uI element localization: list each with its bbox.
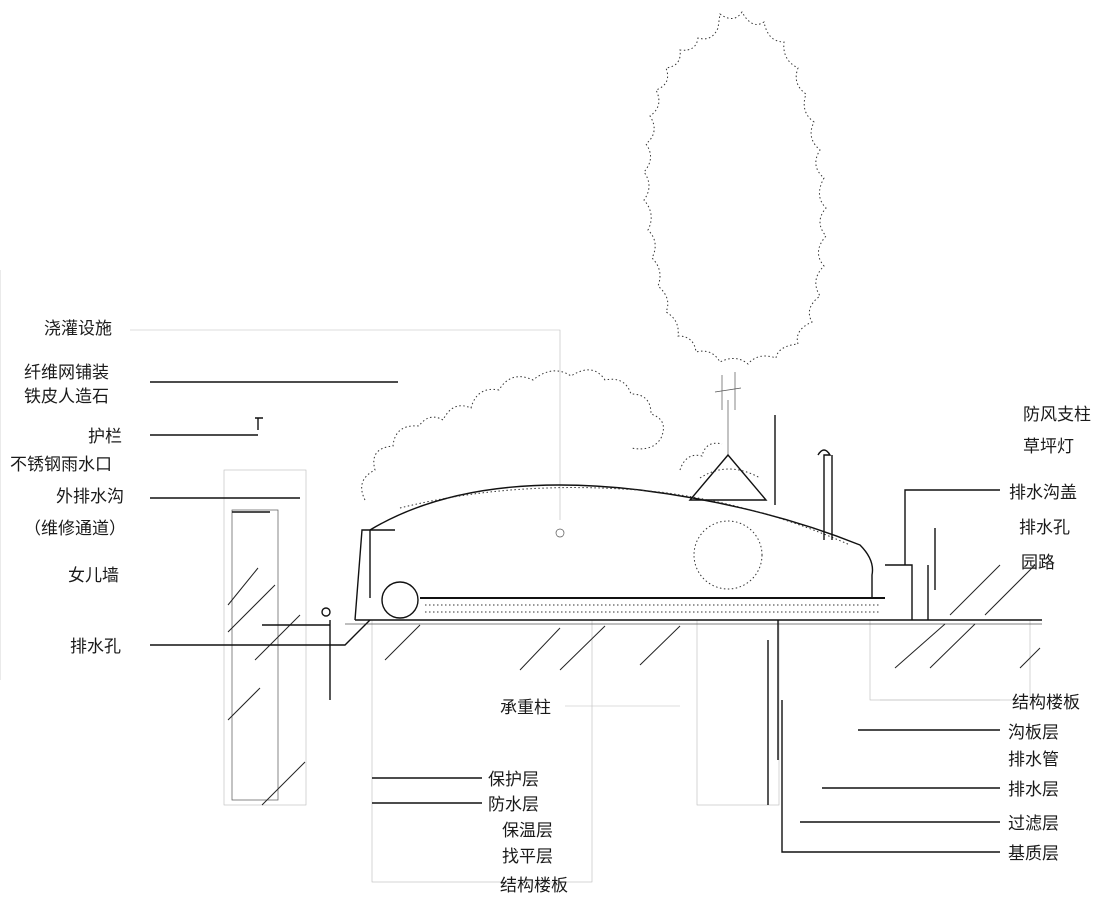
leader-lines — [150, 381, 1000, 853]
mound-top — [369, 484, 874, 598]
label-parapet: 女儿墙 — [68, 566, 119, 586]
labels-right-bottom: 结构楼板 沟板层 排水管 排水层 过滤层 基质层 — [1008, 693, 1080, 864]
shrub-outline — [361, 369, 664, 501]
label-lawn-lamp: 草坪灯 — [1023, 437, 1074, 457]
labels-right-top: 防风支柱 草坪灯 排水沟盖 排水孔 园路 — [1009, 405, 1091, 573]
label-maintenance-path: （维修通道） — [24, 519, 126, 539]
tree-crown — [643, 11, 827, 365]
mound-texture — [399, 487, 851, 546]
drain-gravel — [381, 581, 419, 619]
label-insulation-layer: 保温层 — [502, 821, 553, 841]
root-ball — [693, 520, 763, 590]
label-structural-slab-right: 结构楼板 — [1012, 693, 1080, 713]
label-leveling-layer: 找平层 — [502, 847, 553, 867]
construction-frames — [0, 270, 1031, 883]
label-drainage-layer: 排水层 — [1008, 780, 1059, 800]
label-filter-layer: 过滤层 — [1008, 814, 1059, 834]
planting-mound — [361, 369, 874, 619]
layer-strata — [345, 597, 1042, 625]
label-wind-brace: 防风支柱 — [1023, 405, 1091, 425]
label-bearing-column: 承重柱 — [500, 698, 551, 718]
tree-trunk — [714, 372, 742, 455]
label-outer-ditch: 外排水沟 — [56, 487, 124, 507]
parapet — [227, 417, 331, 806]
label-garden-path: 园路 — [1021, 553, 1055, 573]
right-fixtures — [767, 449, 936, 805]
label-artificial-stone: 铁皮人造石 — [24, 387, 109, 407]
drain-ditch — [885, 564, 913, 620]
label-drain-hole-right: 排水孔 — [1019, 518, 1070, 538]
tree-pit — [688, 453, 768, 501]
slab-hatching — [384, 564, 1041, 671]
labels-left: 浇灌设施 纤维网铺装 铁皮人造石 护栏 不锈钢雨水口 外排水沟 （维修通道） 女… — [10, 319, 126, 657]
label-structural-floor-slab: 结构楼板 — [500, 876, 568, 896]
tree — [643, 11, 827, 501]
label-drain-ditch-cover: 排水沟盖 — [1009, 483, 1077, 503]
shrub-outline-right — [679, 442, 723, 471]
label-drain-board: 沟板层 — [1008, 723, 1059, 743]
mound-center-mark — [555, 528, 565, 538]
label-fiber-mesh: 纤维网铺装 — [24, 363, 109, 383]
label-rain-outlet: 不锈钢雨水口 — [10, 455, 112, 475]
label-protective-layer: 保护层 — [488, 770, 539, 790]
label-drain-pipe: 排水管 — [1008, 750, 1059, 770]
lawn-lamp — [817, 449, 832, 540]
labels-bottom: 承重柱 保护层 防水层 保温层 找平层 结构楼板 — [488, 698, 568, 896]
label-waterproof-layer: 防水层 — [488, 795, 539, 815]
label-irrigation: 浇灌设施 — [44, 319, 112, 339]
label-substrate-layer: 基质层 — [1008, 844, 1059, 864]
label-railing: 护栏 — [88, 427, 122, 447]
label-drain-hole-left: 排水孔 — [70, 637, 121, 657]
